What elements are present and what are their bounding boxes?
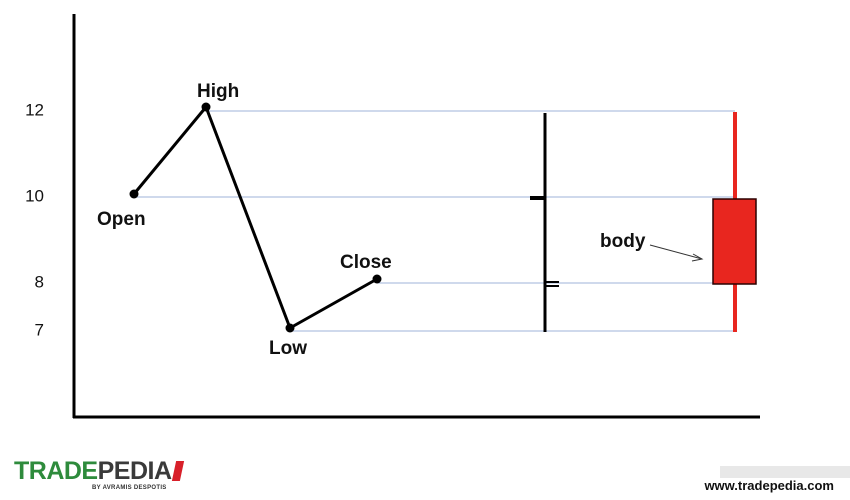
point-open [129, 189, 139, 199]
point-high [201, 102, 211, 112]
tradepedia-logo: TRADEPEDIA BY AVRAMIS DESPOTIS [14, 456, 194, 496]
logo-mark-icon [171, 461, 184, 481]
y-tick-label: 12 [25, 100, 44, 119]
point-low [285, 323, 295, 333]
logo-word-trade: TRADE [14, 457, 98, 485]
price-path [132, 105, 378, 330]
label-close: Close [340, 252, 392, 273]
candle-body [712, 198, 757, 285]
logo-subtitle: BY AVRAMIS DESPOTIS [92, 485, 167, 491]
body-arrow-head [691, 253, 704, 262]
website-url: www.tradepedia.com [704, 478, 834, 493]
y-tick-label: 10 [25, 186, 44, 205]
logo-wordmark: TRADEPEDIA [14, 456, 184, 486]
label-low: Low [269, 338, 307, 359]
label-high: High [197, 81, 239, 102]
body-arrow [649, 244, 703, 260]
watermark-strip [720, 466, 850, 478]
label-body: body [600, 231, 646, 252]
y-tick-label: 8 [35, 272, 44, 291]
point-close [372, 274, 382, 284]
label-open: Open [97, 209, 146, 230]
y-tick-label: 7 [35, 320, 44, 339]
logo-word-pedia: PEDIA [97, 457, 172, 485]
